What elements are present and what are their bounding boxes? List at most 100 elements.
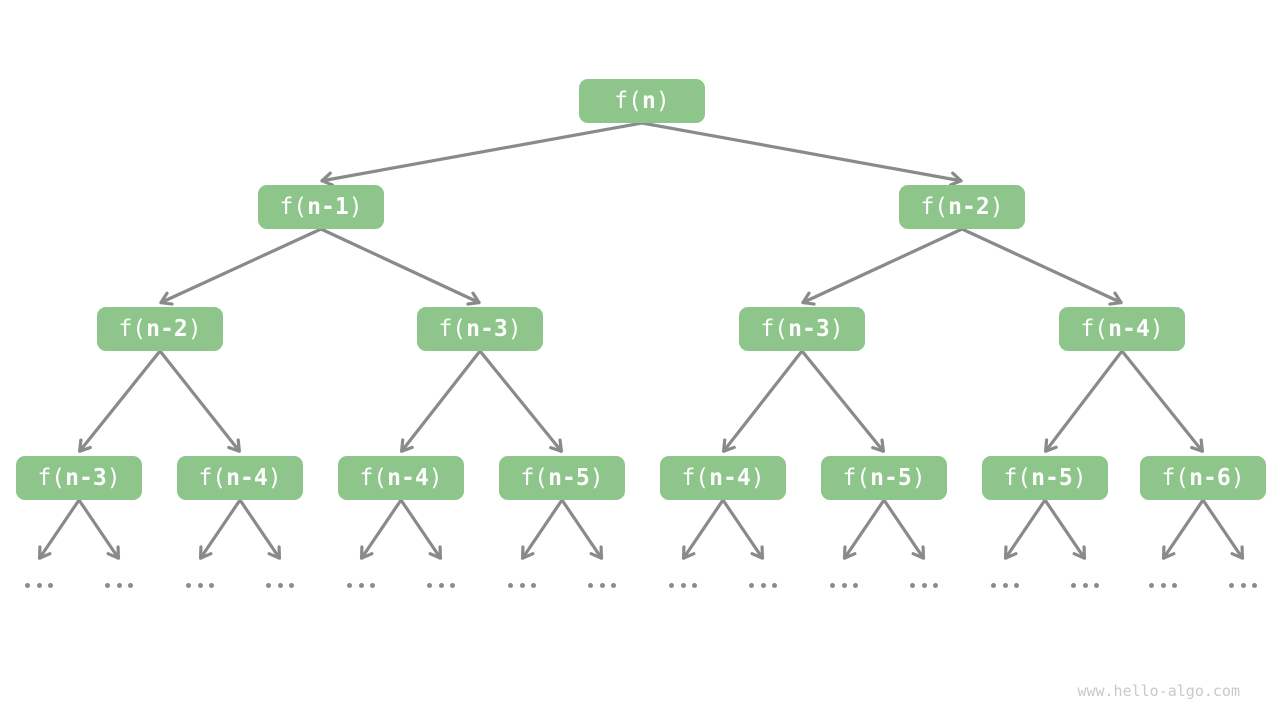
node-label-arg: n-5 [870, 464, 912, 491]
edge-arrow [37, 499, 81, 560]
node-label-pre: f( [198, 464, 227, 491]
node-label-arg: n-1 [307, 193, 349, 220]
ellipsis [830, 582, 858, 588]
node-label-post: ) [1072, 464, 1087, 491]
watermark: www.hello-algo.com [1077, 682, 1240, 700]
node-label-post: ) [106, 464, 121, 491]
ellipsis [749, 582, 777, 588]
edge-arrow [320, 227, 481, 306]
node-label-arg: n-3 [466, 315, 508, 342]
node-label-arg: n-6 [1189, 464, 1231, 491]
node-label-pre: f( [520, 464, 549, 491]
tree-node-n9: f(n-4) [338, 456, 464, 500]
node-label-post: ) [911, 464, 926, 491]
tree-node-n13: f(n-5) [982, 456, 1108, 500]
tree-node-n6: f(n-4) [1059, 307, 1185, 351]
node-label-arg: n-4 [387, 464, 429, 491]
edge-arrow [1201, 499, 1245, 560]
edge-arrow [560, 499, 604, 560]
edge-arrow [399, 350, 482, 453]
node-label-arg: n-5 [548, 464, 590, 491]
edge-arrow [1120, 349, 1205, 454]
edge-arrow [1003, 499, 1047, 560]
node-label-post: ) [1149, 315, 1164, 342]
edge-arrow [77, 349, 162, 454]
edge-arrow [198, 499, 242, 560]
node-label-arg: n-4 [709, 464, 751, 491]
node-label-pre: f( [359, 464, 388, 491]
node-label-pre: f( [614, 87, 642, 114]
edge-arrow [478, 349, 564, 454]
edge-arrow [800, 349, 886, 454]
tree-node-n1: f(n-1) [258, 185, 384, 229]
edge-arrow [721, 499, 765, 560]
tree-node-n5: f(n-3) [739, 307, 865, 351]
node-label-post: ) [348, 193, 363, 220]
node-label-arg: n [641, 87, 656, 114]
node-label-post: ) [829, 315, 844, 342]
tree-node-n4: f(n-3) [417, 307, 543, 351]
ellipsis [1229, 582, 1257, 588]
node-label-arg: n-4 [1108, 315, 1150, 342]
node-label-post: ) [655, 87, 670, 114]
node-label-pre: f( [1161, 464, 1190, 491]
node-label-pre: f( [118, 315, 147, 342]
tree-node-n14: f(n-6) [1140, 456, 1266, 500]
tree-node-n8: f(n-4) [177, 456, 303, 500]
ellipsis [347, 582, 375, 588]
node-label-post: ) [989, 193, 1004, 220]
node-label-pre: f( [920, 193, 949, 220]
ellipsis [266, 582, 294, 588]
ellipsis [1149, 582, 1177, 588]
tree-node-n0: f(n) [579, 79, 705, 123]
ellipsis [910, 582, 938, 588]
edge-arrow [359, 499, 403, 560]
tree-node-n12: f(n-5) [821, 456, 947, 500]
ellipsis [669, 582, 697, 588]
edge-arrow [238, 499, 282, 560]
edge-arrow [1043, 350, 1124, 453]
node-label-arg: n-3 [65, 464, 107, 491]
edge-arrow [159, 227, 322, 306]
node-label-post: ) [589, 464, 604, 491]
ellipsis [1071, 582, 1099, 588]
node-label-pre: f( [37, 464, 66, 491]
edge-arrow [158, 350, 242, 453]
tree-node-n7: f(n-3) [16, 456, 142, 500]
node-label-arg: n-5 [1031, 464, 1073, 491]
node-label-arg: n-2 [948, 193, 990, 220]
edge-arrow [681, 499, 725, 560]
tree-node-n11: f(n-4) [660, 456, 786, 500]
node-label-arg: n-4 [226, 464, 268, 491]
node-label-pre: f( [842, 464, 871, 491]
tree-node-n10: f(n-5) [499, 456, 625, 500]
edge-arrow [721, 350, 804, 453]
ellipsis [588, 582, 616, 588]
edge-arrow [1161, 499, 1205, 560]
ellipsis [105, 582, 133, 588]
node-label-arg: n-3 [788, 315, 830, 342]
edge-arrow [641, 121, 963, 187]
node-label-pre: f( [681, 464, 710, 491]
ellipsis [991, 582, 1019, 588]
ellipsis [427, 582, 455, 588]
node-label-post: ) [267, 464, 282, 491]
ellipsis [508, 582, 536, 588]
edge-arrow [320, 121, 643, 187]
node-label-post: ) [1230, 464, 1245, 491]
node-label-pre: f( [438, 315, 467, 342]
edge-arrow [801, 227, 963, 306]
node-label-post: ) [507, 315, 522, 342]
edge-arrow [882, 499, 926, 560]
tree-node-n3: f(n-2) [97, 307, 223, 351]
node-label-pre: f( [279, 193, 308, 220]
edge-arrow [520, 499, 564, 560]
edge-arrow [842, 499, 886, 560]
ellipsis [25, 582, 53, 588]
node-label-pre: f( [760, 315, 789, 342]
edge-arrow [1043, 499, 1087, 560]
node-label-pre: f( [1080, 315, 1109, 342]
node-label-post: ) [428, 464, 443, 491]
